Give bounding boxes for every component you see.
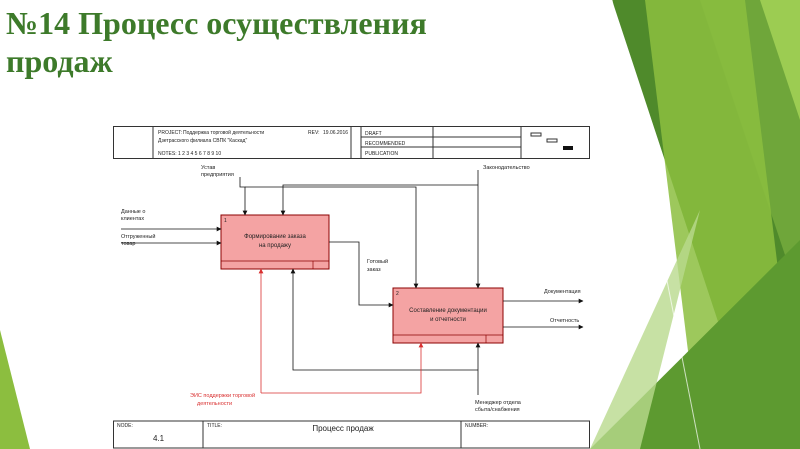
diagram-arrows xyxy=(121,170,584,395)
label-data-2: клиентах xyxy=(121,216,144,222)
title-label: TITLE: xyxy=(207,423,222,429)
label-ems-2: деятельности xyxy=(197,401,232,407)
label-docs: Документация xyxy=(544,289,581,295)
label-ready-2: заказ xyxy=(367,267,381,273)
box2-number: 2 xyxy=(396,291,399,297)
notes-text: NOTES: 1 2 3 4 5 6 7 8 9 10 xyxy=(158,151,221,157)
label-ems-1: ЭИС поддержки торговой xyxy=(190,392,255,399)
node-label: NODE: xyxy=(117,423,133,429)
box1-number: 1 xyxy=(224,218,227,224)
box2-line2: и отчетности xyxy=(430,317,466,323)
recommended-label: RECOMMENDED xyxy=(365,141,406,147)
slide-title-line1: №14 Процесс осуществления xyxy=(6,5,427,41)
diagram-title: Процесс продаж xyxy=(312,424,374,433)
rev-label: REV: xyxy=(308,130,319,136)
header-mark-1 xyxy=(530,132,542,137)
box2-line1: Составление документации xyxy=(409,308,487,314)
slide-title-line2: продаж xyxy=(6,43,113,79)
project-value: Поддержка торговой деятельности xyxy=(183,129,264,136)
arrow-labels: Устав предприятия Законодательство Данны… xyxy=(121,165,581,413)
process-box-1: Формирование заказа на продажу 1 xyxy=(220,214,330,270)
label-ready-1: Готовый xyxy=(367,258,388,265)
node-value: 4.1 xyxy=(153,434,165,443)
diagram-footer: NODE: 4.1 TITLE: Процесс продаж NUMBER: xyxy=(113,420,590,449)
project-value-2: Дзетрасского филиала СВПК "Каскад" xyxy=(158,138,247,144)
process-box-2: Составление документации и отчетности 2 xyxy=(392,287,504,344)
idef0-diagram: PROJECT: Поддержка торговой деятельности… xyxy=(113,125,590,449)
rev-value: 19.06.2016 xyxy=(323,130,348,136)
header-mark-3 xyxy=(563,146,573,150)
label-manager-2: сбыта/снабжения xyxy=(475,407,520,413)
box1-line1: Формирование заказа xyxy=(244,234,306,240)
label-data-1: Данные о xyxy=(121,209,145,215)
number-label: NUMBER: xyxy=(465,423,488,429)
publication-label: PUBLICATION xyxy=(365,151,398,157)
slide-title: №14 Процесс осуществления продаж xyxy=(6,4,566,80)
label-goods-1: Отгруженный xyxy=(121,233,155,240)
project-label: PROJECT: xyxy=(158,130,182,136)
label-law: Законодательство xyxy=(483,165,530,171)
draft-label: DRAFT xyxy=(365,131,382,137)
diagram-header: PROJECT: Поддержка торговой деятельности… xyxy=(113,126,590,159)
box1-line2: на продажу xyxy=(259,243,291,249)
label-goods-2: товар xyxy=(121,241,136,247)
header-mark-2 xyxy=(546,138,558,143)
label-ustav-2: предприятия xyxy=(201,172,234,178)
label-ustav-1: Устав xyxy=(201,165,215,171)
label-report: Отчетность xyxy=(550,318,579,324)
label-manager-1: Менеджер отдела xyxy=(475,400,522,406)
ems-arrows xyxy=(258,268,424,394)
